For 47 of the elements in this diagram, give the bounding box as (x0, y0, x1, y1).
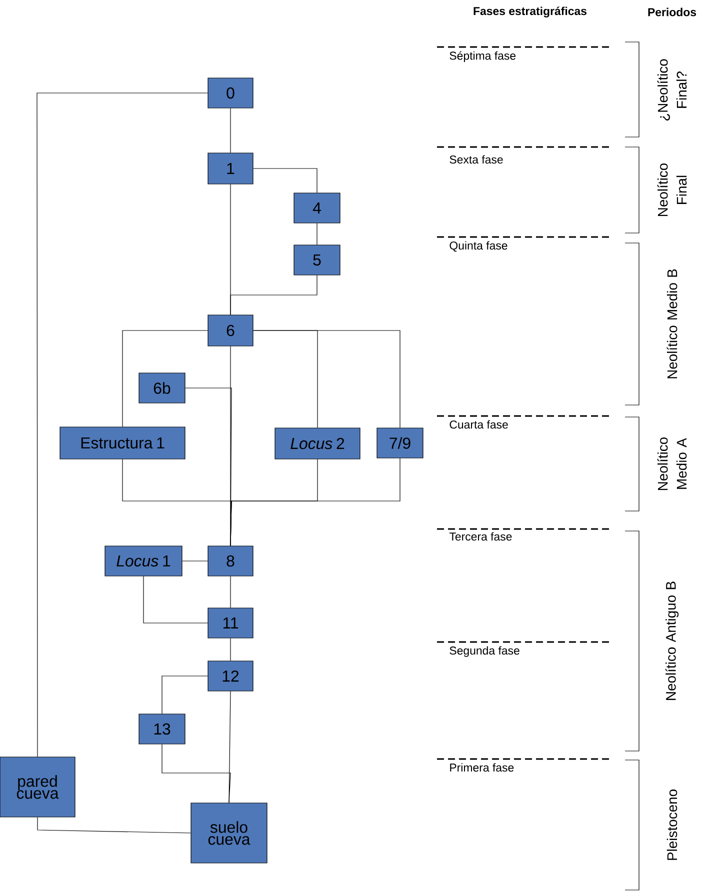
unit-box: 1 (208, 152, 254, 184)
phase-label: Séptima fase (450, 51, 516, 62)
connector-line (230, 576, 231, 608)
phase-label: Primera fase (450, 763, 514, 772)
period-label: Neolítico Final (657, 163, 687, 216)
period-label: Pleistoceno (666, 790, 678, 860)
unit-box: 11 (208, 608, 254, 638)
unit-box: 0 (208, 78, 254, 108)
connector-line (143, 576, 208, 624)
connector-line (162, 676, 208, 714)
connector-line (253, 330, 400, 428)
phase-label: Quinta fase (450, 241, 508, 252)
unit-box: Estructura 1 (60, 426, 186, 460)
period-label: Neolítico Antiguo B (665, 582, 679, 700)
unit-box: suelo cueva (190, 802, 268, 864)
connector-line (230, 638, 231, 661)
period-label: ¿Neolítico Final? (657, 59, 687, 120)
unit-box: 4 (294, 192, 340, 224)
connector-line (182, 560, 208, 562)
unit-box: 13 (138, 714, 186, 744)
connector-line (230, 275, 318, 315)
phase-label: Segunda fase (450, 646, 520, 657)
unit-box: Locus 1 (104, 546, 182, 576)
period-label: Neolítico Medio A (657, 437, 687, 490)
connector-line (36, 92, 208, 757)
connector-line (228, 691, 231, 803)
connector-line (230, 458, 400, 546)
phase-label: Cuarta fase (450, 420, 508, 429)
connector-line (37, 817, 191, 834)
phase-label: Sexta fase (450, 155, 503, 164)
unit-box: 8 (208, 546, 254, 576)
unit-box: 6b (138, 372, 186, 404)
column-heading: Periodos (648, 8, 696, 16)
column-heading: Fases estratigráficas (474, 6, 586, 18)
unit-box: 5 (294, 244, 340, 276)
connector-line (253, 168, 318, 194)
connector-line (316, 223, 318, 246)
connector-line (230, 108, 231, 153)
unit-box: pared cueva (0, 756, 76, 818)
unit-box: 12 (208, 660, 254, 692)
phase-label: Tercera fase (449, 532, 512, 541)
connector-line (122, 330, 208, 427)
connector-line (162, 744, 231, 803)
unit-box: Locus 2 (274, 428, 360, 460)
unit-box: 6 (208, 314, 254, 346)
unit-box: 7/9 (376, 428, 424, 458)
period-label: Neolítico Medio B (666, 269, 678, 378)
